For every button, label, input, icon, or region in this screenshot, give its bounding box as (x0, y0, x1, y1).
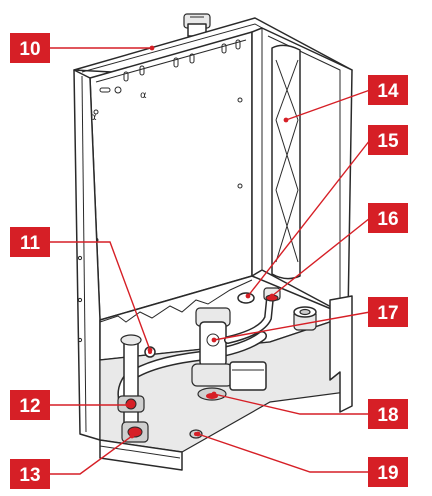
callout-17-number: 17 (377, 303, 398, 324)
callout-11: 11 (10, 227, 50, 257)
leader-19 (197, 433, 370, 473)
callout-14: 14 (368, 75, 408, 105)
svg-text:α: α (90, 112, 97, 123)
callout-15-number: 15 (377, 131, 399, 152)
callout-11-number: 11 (20, 233, 41, 254)
right-union (293, 306, 317, 331)
callout-10-number: 10 (19, 39, 40, 60)
valve-12 (117, 395, 145, 413)
svg-text:α: α (140, 90, 147, 101)
leader-lines (48, 45, 371, 475)
leader-16 (271, 217, 371, 297)
connection-hole-15 (237, 292, 255, 304)
callout-15: 15 (368, 125, 408, 155)
callout-16: 16 (368, 203, 408, 233)
leader-11 (48, 241, 151, 351)
callout-17: 17 (368, 297, 408, 327)
callout-16-number: 16 (377, 209, 398, 230)
hydraulic-assembly (117, 287, 317, 443)
callout-12: 12 (10, 390, 50, 420)
callout-12-number: 12 (19, 396, 40, 417)
fitting-13 (121, 421, 149, 443)
callout-18: 18 (368, 399, 408, 429)
leader-14 (285, 89, 371, 121)
right-bracket (329, 295, 353, 413)
leader-18 (213, 393, 370, 415)
central-valve-body (191, 307, 267, 401)
mounting-slots: α α (90, 39, 243, 243)
leader-13 (48, 435, 133, 475)
leader-17 (213, 311, 371, 341)
callout-14-number: 14 (377, 81, 399, 102)
callout-19: 19 (368, 457, 408, 487)
leader-15 (247, 139, 371, 297)
callout-13: 13 (10, 459, 50, 489)
boiler-chassis: α α (73, 13, 353, 471)
callout-10: 10 (10, 33, 50, 63)
left-vertical-pipe (123, 339, 139, 427)
callout-19-number: 19 (377, 463, 398, 484)
heat-exchanger-panel (271, 44, 301, 280)
callout-13-number: 13 (19, 465, 40, 486)
callout-18-number: 18 (377, 405, 398, 426)
back-panel (89, 31, 253, 321)
